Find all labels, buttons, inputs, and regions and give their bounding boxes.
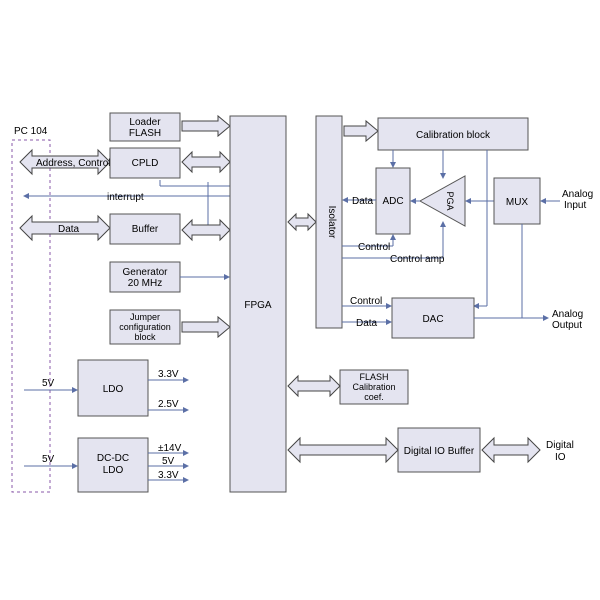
jumper-line1: Jumper: [130, 312, 160, 322]
jumper-block: [109, 309, 181, 345]
loader-flash-block: [109, 112, 181, 142]
digital-io-line1: Digital: [546, 440, 574, 451]
analog-output-line1: Analog: [552, 309, 583, 320]
loader-fpga-arrow: [181, 114, 231, 138]
analog-input-line2: Input: [564, 200, 586, 211]
dcdc-line2: LDO: [103, 465, 124, 476]
dcdc-block: [77, 437, 149, 493]
fpga-isolator-arrow: [287, 212, 317, 232]
dcdc-out2-label: 5V: [162, 456, 175, 467]
mux-block: [493, 177, 541, 225]
flash-cal-line1: FLASH: [359, 372, 388, 382]
adc-control-label: Control: [358, 242, 390, 253]
fpga-block: [229, 115, 287, 493]
calibration-label: Calibration block: [416, 130, 491, 141]
dcdc-out3-label: 3.3V: [158, 470, 179, 481]
generator-block: [109, 261, 181, 293]
loader-flash-line1: Loader: [129, 117, 161, 128]
dcdc-input-label: 5V: [42, 454, 55, 465]
cpld-fpga-arrow: [181, 150, 231, 174]
buffer-block: [109, 213, 181, 245]
dac-label: DAC: [422, 314, 443, 325]
adc-data-label: Data: [352, 196, 374, 207]
dac-block: [391, 297, 475, 339]
pc104-label: PC 104: [14, 126, 48, 137]
pga-label: PGA: [445, 191, 455, 210]
fpga-label: FPGA: [244, 300, 272, 311]
ldo-label: LDO: [103, 384, 124, 395]
cpld-block: [109, 147, 181, 179]
jumper-line3: block: [134, 332, 156, 342]
flash-cal-line2: Calibration: [352, 382, 395, 392]
generator-line1: Generator: [122, 267, 168, 278]
isolator-block: [315, 115, 343, 329]
isolator-label: Isolator: [326, 206, 337, 239]
ldo-out2-label: 2.5V: [158, 399, 179, 410]
interrupt-label: interrupt: [107, 192, 144, 203]
loader-flash-line2: FLASH: [129, 128, 161, 139]
generator-line2: 20 MHz: [128, 278, 162, 289]
dcdc-line1: DC-DC: [97, 453, 129, 464]
pga-triangle: [418, 175, 466, 227]
buffer-fpga-arrow: [181, 218, 231, 242]
flash-cal-block: [339, 369, 409, 405]
analog-output-line2: Output: [552, 320, 582, 331]
mux-label: MUX: [506, 197, 529, 208]
pc104-bus: [11, 139, 51, 493]
dcdc-out1-label: ±14V: [158, 443, 182, 454]
adc-label: ADC: [382, 196, 403, 207]
analog-input-line1: Analog: [562, 189, 593, 200]
control-amp-label: Control amp: [390, 254, 445, 265]
ldo-out1-label: 3.3V: [158, 369, 179, 380]
fpga-flash-arrow: [287, 374, 341, 398]
dac-data-label: Data: [356, 318, 378, 329]
digital-io-buffer-block: [397, 427, 481, 473]
isolator-calibration-arrow: [343, 119, 379, 143]
address-control-label: Address, Control: [36, 158, 110, 169]
ldo-block: [77, 359, 149, 417]
buffer-label: Buffer: [132, 224, 159, 235]
jumper-line2: configuration: [119, 322, 171, 332]
calibration-block: [377, 117, 529, 151]
cpld-label: CPLD: [132, 158, 159, 169]
digital-io-external-arrow: [481, 436, 541, 464]
ldo-input-label: 5V: [42, 378, 55, 389]
jumper-fpga-arrow: [181, 315, 231, 339]
dac-control-label: Control: [350, 296, 382, 307]
digital-io-buffer-label: Digital IO Buffer: [404, 446, 475, 457]
flash-cal-line3: coef.: [364, 392, 384, 402]
data-bus-label: Data: [58, 224, 80, 235]
fpga-digital-io-arrow: [287, 436, 399, 464]
digital-io-line2: IO: [555, 452, 566, 463]
